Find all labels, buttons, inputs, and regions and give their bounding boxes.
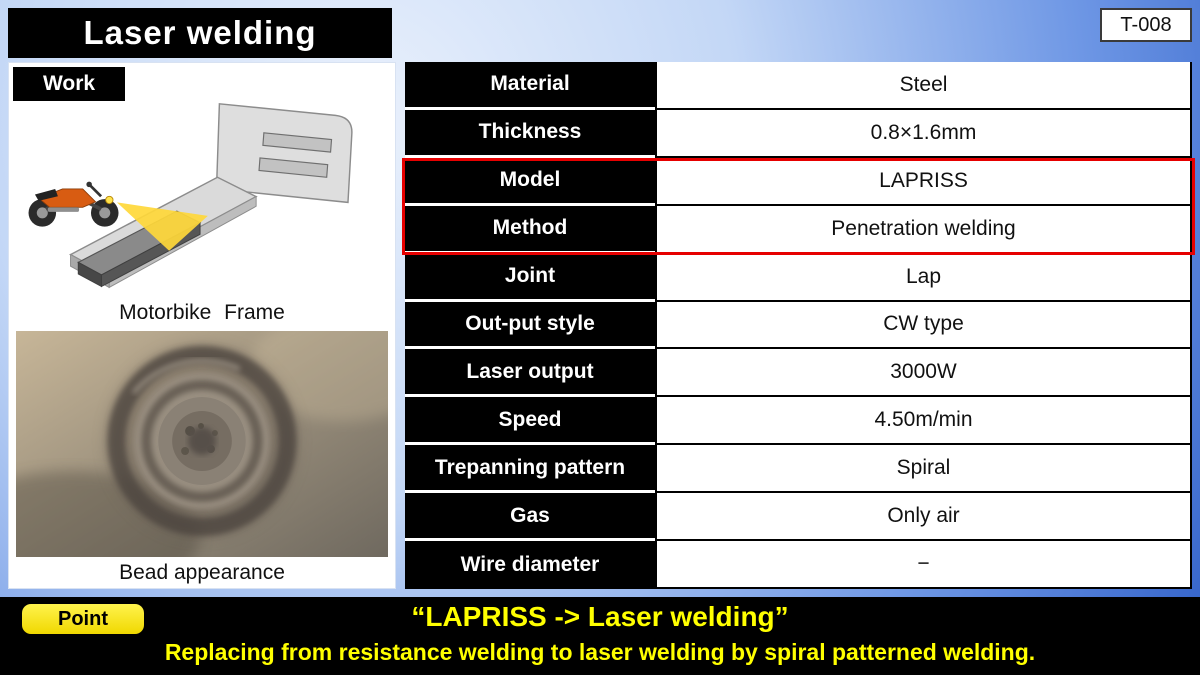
table-value-cell: Lap — [655, 253, 1192, 302]
table-value-cell: 0.8×1.6mm — [655, 109, 1192, 158]
table-row: Thickness 0.8×1.6mm — [405, 109, 1192, 158]
table-row: Model LAPRISS — [405, 157, 1192, 206]
table-label-cell: Joint — [405, 253, 655, 302]
table-row: Gas Only air — [405, 493, 1192, 542]
table-row: Material Steel — [405, 62, 1192, 110]
photo-caption: Bead appearance — [119, 561, 285, 584]
table-label-cell: Gas — [405, 493, 655, 542]
laser-beam-icon — [116, 202, 208, 251]
footer-description: Replacing from resistance welding to las… — [164, 639, 1036, 665]
table-value-cell: Spiral — [655, 445, 1192, 494]
work-panel: Work — [8, 62, 396, 589]
metal-frame-part — [69, 103, 353, 289]
illustration-caption: Motorbike Frame — [119, 301, 285, 324]
table-label-cell: Trepanning pattern — [405, 445, 655, 494]
page-title: Laser welding — [8, 8, 392, 58]
footer-bar: “LAPRISS -> Laser welding” Point Replaci… — [0, 597, 1200, 675]
table-row: Trepanning pattern Spiral — [405, 445, 1192, 494]
table-value-cell: Steel — [655, 62, 1192, 110]
table-label-cell: Method — [405, 205, 655, 254]
point-badge: Point — [22, 604, 144, 634]
spec-table: Material Steel Thickness 0.8×1.6mm Model… — [402, 62, 1195, 589]
table-label-cell: Laser output — [405, 349, 655, 398]
table-value-cell: Only air — [655, 493, 1192, 542]
table-row: Speed 4.50m/min — [405, 397, 1192, 446]
table-label-cell: Thickness — [405, 109, 655, 158]
table-label-cell: Material — [405, 62, 655, 110]
table-value-cell: 3000W — [655, 349, 1192, 398]
table-value-cell: LAPRISS — [655, 157, 1192, 206]
bead-photo — [16, 331, 388, 557]
footer-headline: “LAPRISS -> Laser welding” — [411, 601, 789, 632]
doc-number-badge: T-008 — [1100, 8, 1192, 42]
table-label-cell: Out-put style — [405, 301, 655, 350]
table-value-cell: Penetration welding — [655, 205, 1192, 254]
table-row: Laser output 3000W — [405, 349, 1192, 398]
frame-illustration — [28, 103, 353, 289]
table-value-cell: CW type — [655, 301, 1192, 350]
table-value-cell: 4.50m/min — [655, 397, 1192, 446]
table-label-cell: Speed — [405, 397, 655, 446]
motorbike-icon — [28, 181, 119, 227]
table-label-cell: Model — [405, 157, 655, 206]
table-label-cell: Wire diameter — [405, 541, 655, 589]
table-row: Out-put style CW type — [405, 301, 1192, 350]
table-row: Method Penetration welding — [405, 205, 1192, 254]
work-label: Work — [13, 67, 125, 101]
table-value-cell: − — [655, 541, 1192, 589]
table-row: Joint Lap — [405, 253, 1192, 302]
table-row: Wire diameter − — [405, 541, 1192, 589]
